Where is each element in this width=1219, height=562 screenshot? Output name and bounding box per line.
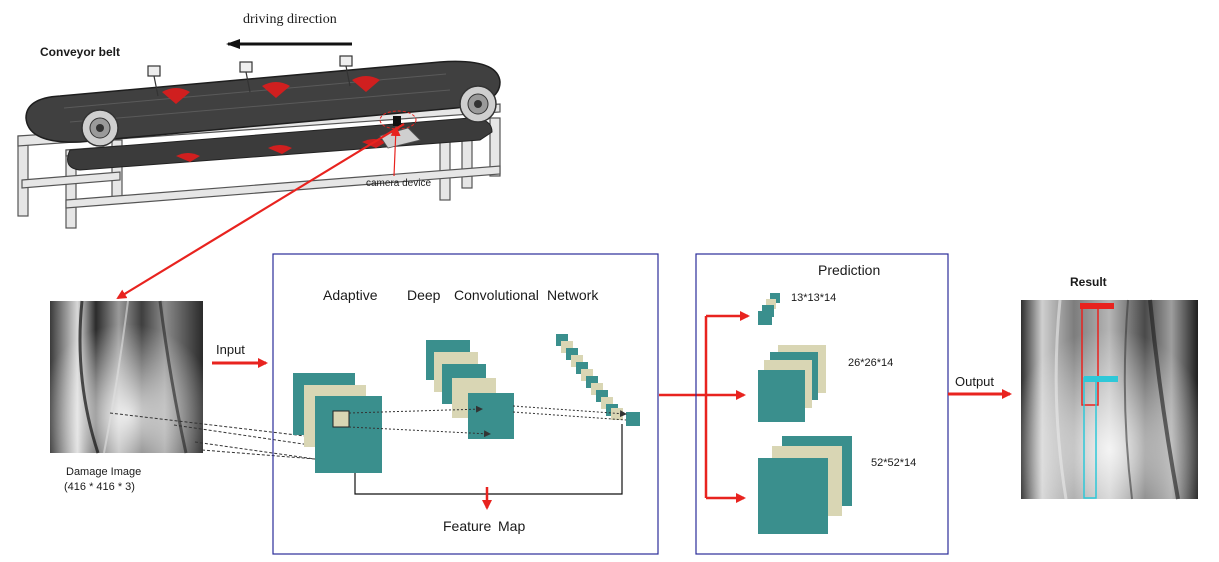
prediction-scale-2: 26*26*14 [848, 357, 894, 369]
prediction-scale-3: 52*52*14 [871, 457, 917, 469]
network-title-word-1: Adaptive [323, 287, 378, 303]
prediction-scale-3-block [758, 436, 852, 534]
prediction-box [695, 253, 949, 555]
prediction-scale-2-block [758, 345, 826, 422]
network-box [272, 253, 659, 555]
feature-map-word-2: Map [498, 518, 526, 534]
input-label: Input [216, 342, 245, 357]
damage-image-size: (416 * 416 * 3) [64, 481, 135, 493]
rollers [81, 85, 497, 147]
layer-links [348, 405, 627, 438]
prediction-title: Prediction [818, 262, 881, 278]
prediction-scale-1-block [758, 293, 780, 325]
result-image [1021, 299, 1198, 500]
output-label: Output [955, 374, 995, 389]
network-title-word-3: Convolutional [454, 287, 539, 303]
conveyor-belt-title: Conveyor belt [40, 45, 121, 59]
result-title: Result [1070, 275, 1107, 289]
network-title-word-2: Deep [407, 287, 441, 303]
upper-belt [25, 60, 501, 143]
driving-direction-label: driving direction [243, 12, 337, 27]
camera-device-label: camera device [366, 178, 432, 189]
feature-map-bracket [354, 424, 623, 495]
belt-cleats [162, 76, 386, 162]
prediction-branches [704, 311, 750, 503]
camera-device [379, 110, 421, 177]
conveyor-illustration [17, 39, 501, 300]
damage-image [50, 300, 203, 454]
prediction-scale-1: 13*13*14 [791, 292, 837, 304]
belt-brackets [147, 55, 353, 97]
network-title-word-4: Network [547, 287, 599, 303]
network-layer-2 [426, 340, 514, 439]
capture-arrow [116, 123, 405, 300]
feature-map-word-1: Feature [443, 518, 492, 534]
damage-image-label: Damage Image [66, 466, 142, 478]
network-layer-1 [293, 373, 382, 473]
